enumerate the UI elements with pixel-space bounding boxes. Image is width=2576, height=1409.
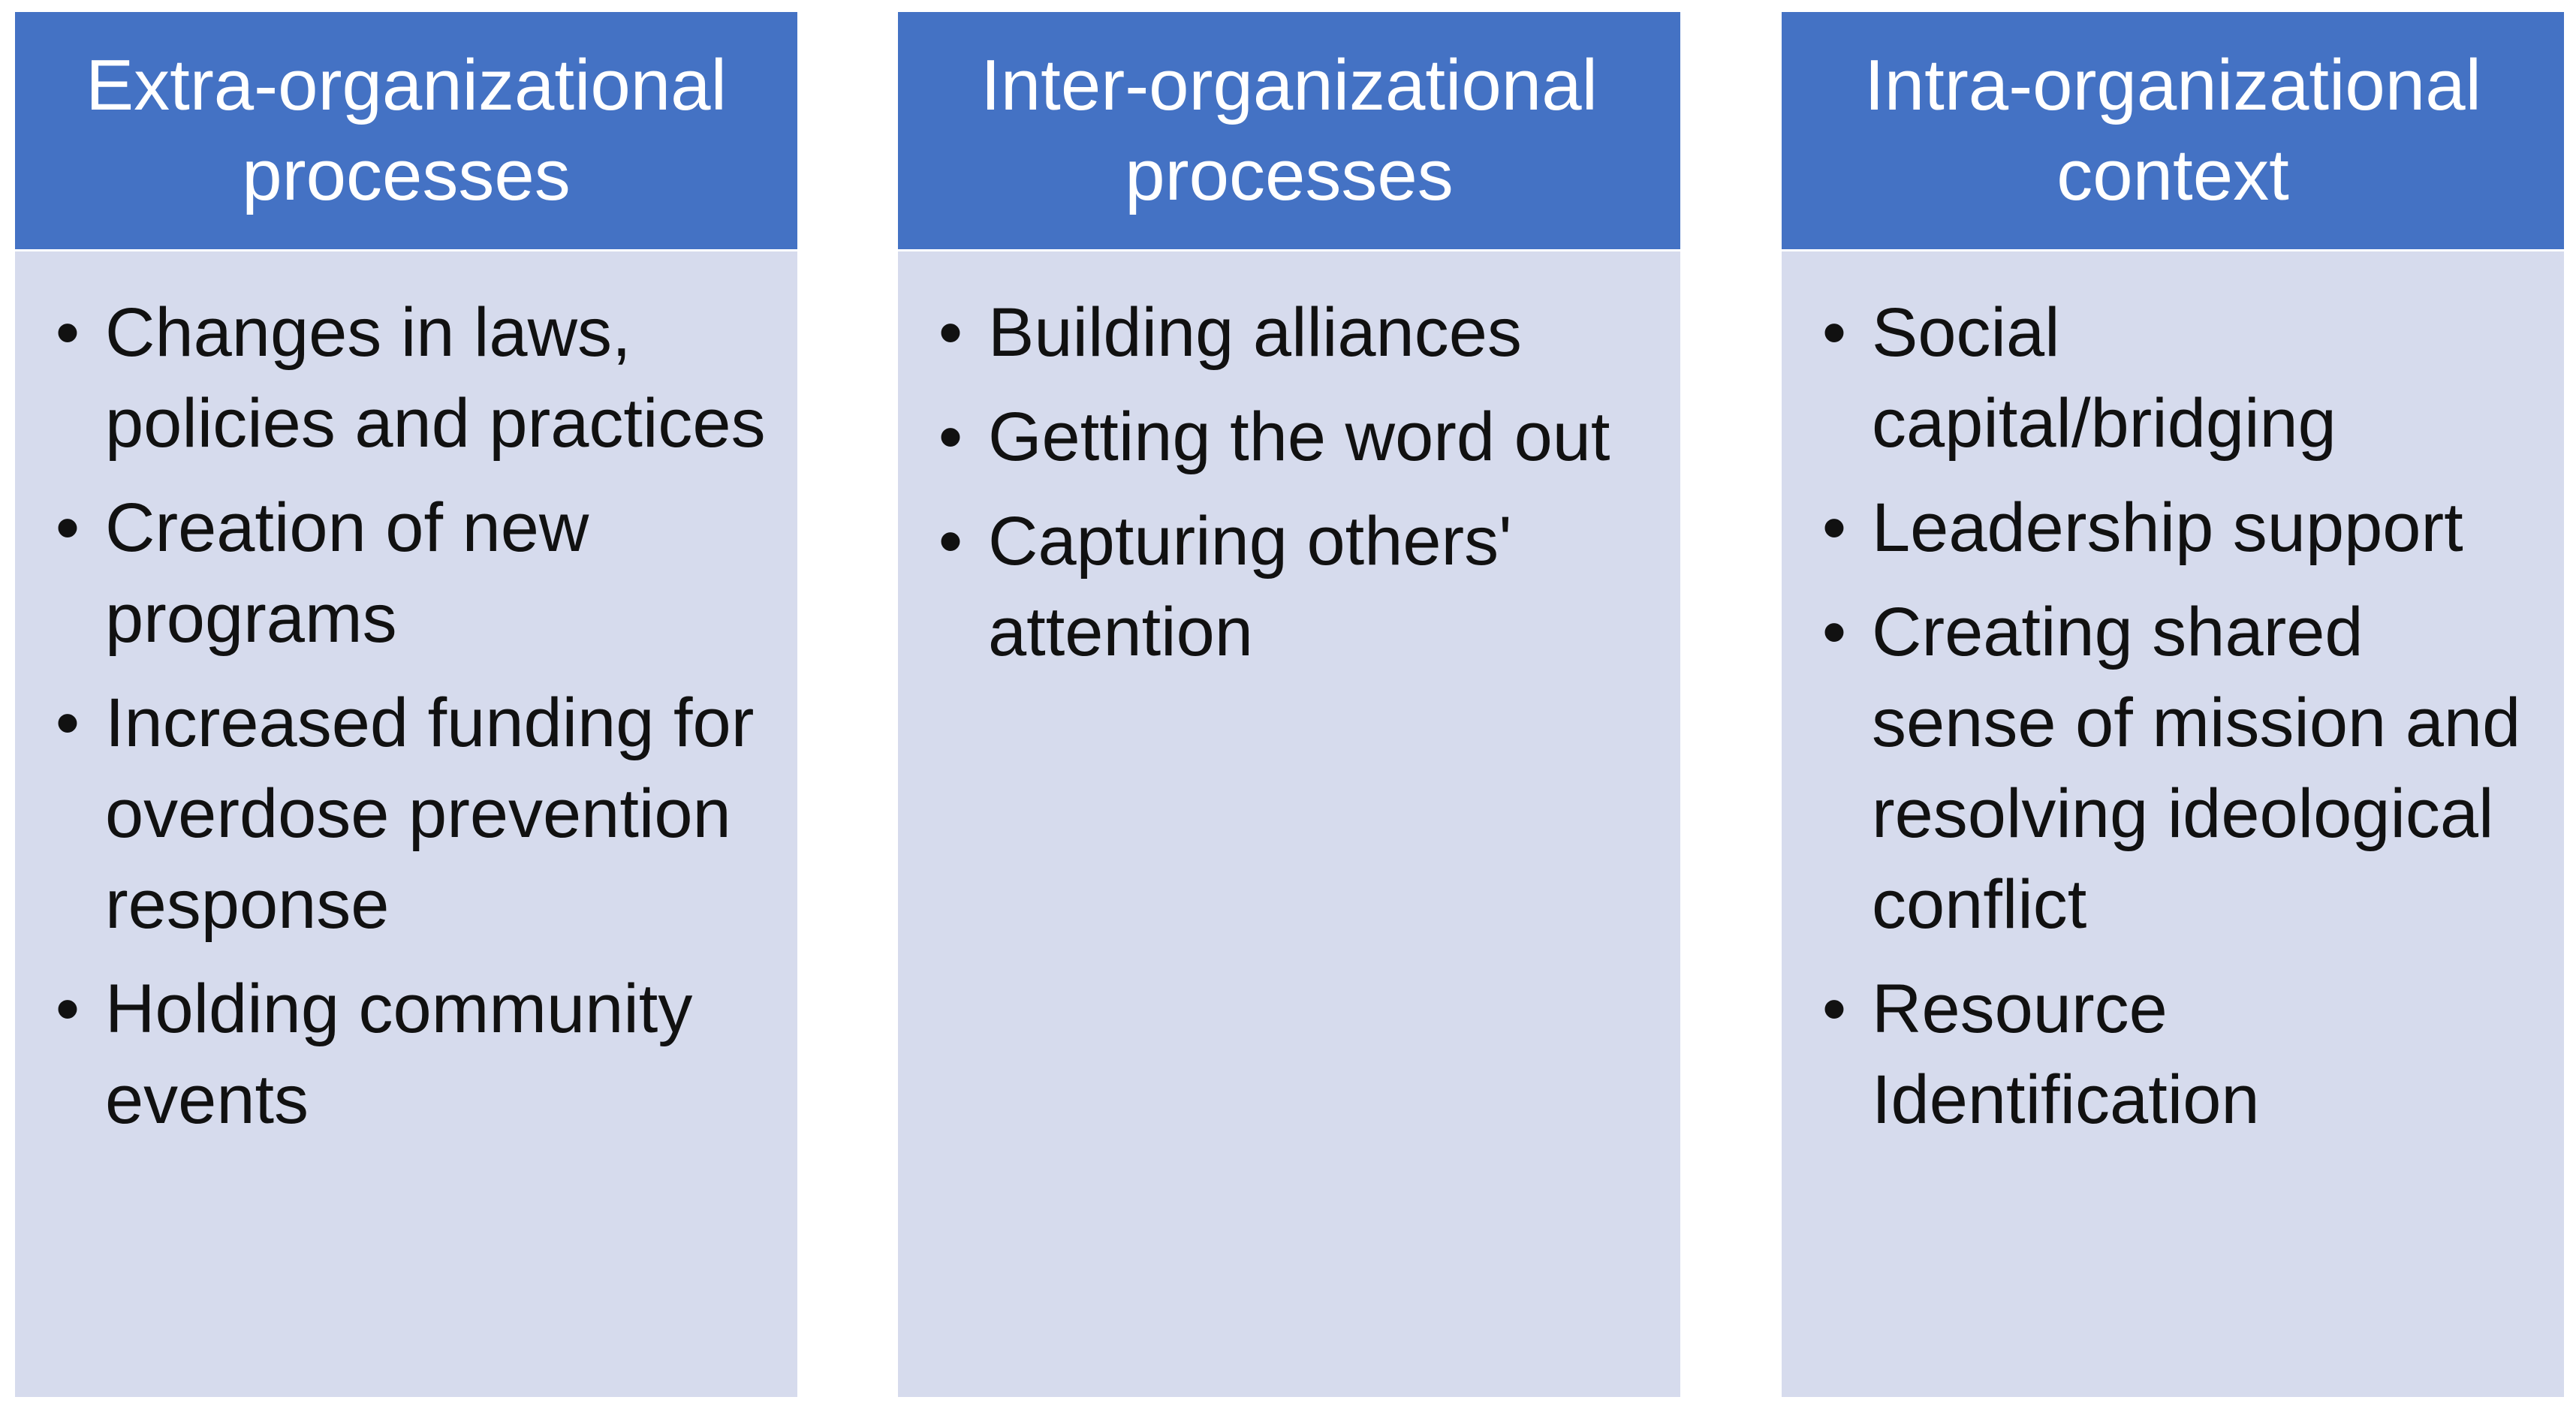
column-intra-organizational: Intra-organizational context • Social cap…	[1782, 12, 2564, 1397]
list-item-text: Creating shared sense of mission and res…	[1872, 594, 2521, 943]
column-body: • Social capital/bridging • Leadership sup…	[1782, 251, 2564, 1397]
bullet-icon: •	[55, 294, 80, 371]
list-item: • Creating shared sense of mission and re…	[1819, 587, 2534, 950]
list-item: • Getting the word out	[935, 392, 1650, 483]
bullet-icon: •	[1821, 489, 1847, 566]
column-inter-organizational: Inter-organizational processes • Building…	[898, 12, 1680, 1397]
bullet-icon: •	[938, 294, 963, 371]
bullet-icon: •	[1821, 594, 1847, 670]
column-body: • Building alliances • Getting the word ou…	[898, 251, 1680, 1397]
list-item-text: Changes in laws, policies and practices	[105, 294, 766, 462]
bullet-icon: •	[55, 685, 80, 761]
bullet-icon: •	[55, 489, 80, 566]
item-list: • Social capital/bridging • Leadership sup…	[1819, 288, 2534, 1146]
column-header: Inter-organizational processes	[898, 12, 1680, 249]
item-list: • Building alliances • Getting the word ou…	[935, 288, 1650, 678]
list-item-text: Resource Identification	[1872, 971, 2260, 1138]
list-item: • Creation of new programs	[53, 483, 767, 664]
list-item: • Resource Identification	[1819, 964, 2534, 1146]
column-body: • Changes in laws, policies and practices…	[15, 251, 797, 1397]
column-header: Extra-organizational processes	[15, 12, 797, 249]
list-item: • Building alliances	[935, 288, 1650, 378]
list-item: • Increased funding for overdose preventi…	[53, 678, 767, 950]
column-extra-organizational: Extra-organizational processes • Changes …	[15, 12, 797, 1397]
bullet-icon: •	[55, 971, 80, 1047]
column-header: Intra-organizational context	[1782, 12, 2564, 249]
list-item-text: Creation of new programs	[105, 489, 589, 657]
list-item-text: Building alliances	[988, 294, 1522, 371]
list-item: • Capturing others' attention	[935, 496, 1650, 678]
item-list: • Changes in laws, policies and practices…	[53, 288, 767, 1146]
list-item-text: Getting the word out	[988, 399, 1610, 475]
list-item-text: Increased funding for overdose preventio…	[105, 685, 755, 943]
bullet-icon: •	[938, 503, 963, 580]
list-item: • Changes in laws, policies and practices	[53, 288, 767, 469]
list-item: • Leadership support	[1819, 483, 2534, 574]
bullet-icon: •	[938, 399, 963, 475]
list-item: • Holding community events	[53, 964, 767, 1146]
list-item: • Social capital/bridging	[1819, 288, 2534, 469]
list-item-text: Leadership support	[1872, 489, 2463, 566]
list-item-text: Social capital/bridging	[1872, 294, 2336, 462]
bullet-icon: •	[1821, 971, 1847, 1047]
list-item-text: Holding community events	[105, 971, 693, 1138]
list-item-text: Capturing others' attention	[988, 503, 1512, 670]
bullet-icon: •	[1821, 294, 1847, 371]
